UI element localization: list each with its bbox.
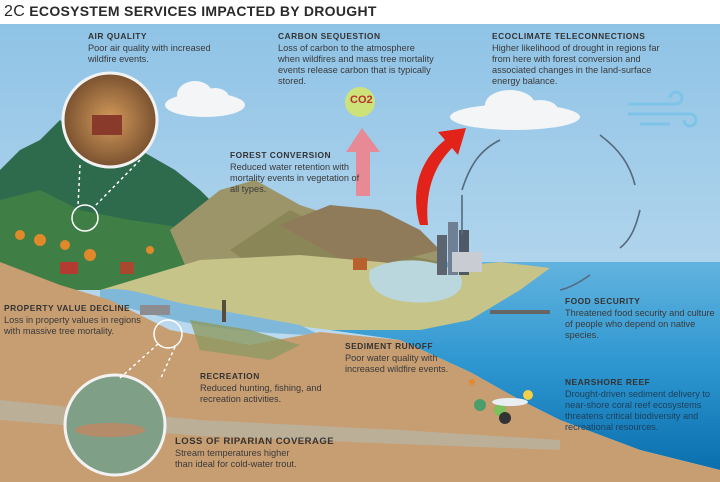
riparian-band [0,400,560,450]
heading: SEDIMENT RUNOFF [345,341,433,351]
title-text: ECOSYSTEM SERVICES IMPACTED BY DROUGHT [29,3,377,19]
house-icon [120,262,134,274]
cloud-icon [165,81,245,117]
house-icon [60,262,78,274]
riparian-highlight-circle [153,319,183,349]
boat-icon [490,310,550,314]
heading: NEARSHORE REEF [565,377,651,387]
title-number: 2C [4,3,26,20]
body: Reduced water retention with mortality e… [230,162,360,194]
body: Threatened food security and culture of … [565,308,715,340]
connector-lines [77,159,176,381]
heading: PROPERTY VALUE DECLINE [4,303,131,313]
trout-icon [75,423,145,437]
coral-reef [469,379,533,424]
forest-block: FOREST CONVERSION Reduced water retentio… [230,150,360,195]
hiker-icon [222,300,226,322]
cloud-icon [450,90,580,130]
stream [100,288,320,335]
air-quality-block: AIR QUALITY Poor air quality with increa… [88,31,228,65]
body: Reduced hunting, fishing, and recreation… [200,383,322,404]
heading: FOOD SECURITY [565,296,641,306]
building-icon [140,305,170,315]
body: Stream temperatures higher than ideal fo… [175,448,297,469]
water-cycle-arrows [461,134,641,291]
page-title: 2C ECOSYSTEM SERVICES IMPACTED BY DROUGH… [4,3,377,21]
body: Higher likelihood of drought in regions … [492,43,660,86]
body: Poor water quality with increased wildfi… [345,353,449,374]
riparian-block: LOSS OF RIPARIAN COVERAGE Stream tempera… [175,436,335,470]
property-block: PROPERTY VALUE DECLINE Loss in property … [4,303,144,337]
recreation-block: RECREATION Reduced hunting, fishing, and… [200,371,330,405]
food-block: FOOD SECURITY Threatened food security a… [565,296,715,341]
body: Drought-driven sediment delivery to near… [565,389,711,432]
co2-bubble [345,87,375,117]
reef-block: NEARSHORE REEF Drought-driven sediment d… [565,377,720,433]
body: Loss in property values in regions with … [4,315,141,336]
barn-icon [353,258,367,270]
wind-icon [628,90,698,128]
fire-highlight-circle [71,204,99,232]
heading: AIR QUALITY [88,31,148,41]
city-icon [437,222,482,275]
heading: FOREST CONVERSION [230,150,332,160]
wildfire [15,230,154,261]
red-curved-arrow [416,128,466,225]
carbon-block: CARBON SEQUESTION Loss of carbon to the … [278,31,438,87]
heading: CARBON SEQUESTION [278,31,381,41]
body: Poor air quality with increased wildfire… [88,43,211,64]
body: Loss of carbon to the atmosphere when wi… [278,43,434,86]
sediment-block: SEDIMENT RUNOFF Poor water quality with … [345,341,465,375]
heading: LOSS OF RIPARIAN COVERAGE [175,436,335,447]
co2-label: CO2 [350,94,373,106]
heading: ECOCLIMATE TELECONNECTIONS [492,31,646,41]
heading: RECREATION [200,371,260,381]
pink-up-arrow [346,128,380,196]
ecoclimate-block: ECOCLIMATE TELECONNECTIONS Higher likeli… [492,31,672,87]
